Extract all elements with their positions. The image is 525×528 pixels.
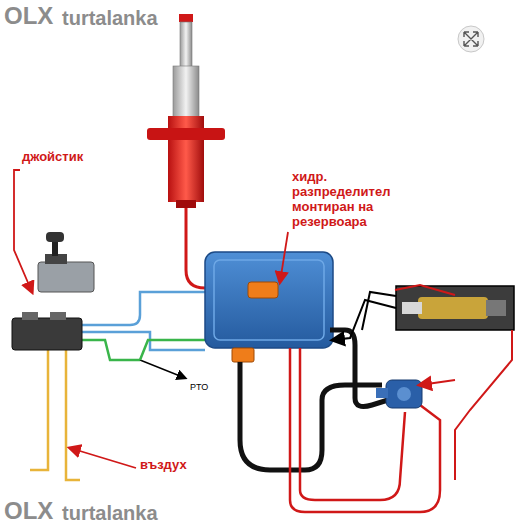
- watermark-text: turtalanka: [62, 502, 158, 525]
- watermark-logo: OLX: [4, 497, 53, 525]
- signal-label: PTO: [190, 382, 208, 392]
- part-label: хидр. разпределител монтиран на резервоа…: [292, 170, 410, 230]
- part-label: въздух: [140, 458, 187, 473]
- watermark-logo: OLX: [4, 2, 53, 30]
- part-label: джойстик: [22, 150, 83, 165]
- watermark-text: turtalanka: [62, 7, 158, 30]
